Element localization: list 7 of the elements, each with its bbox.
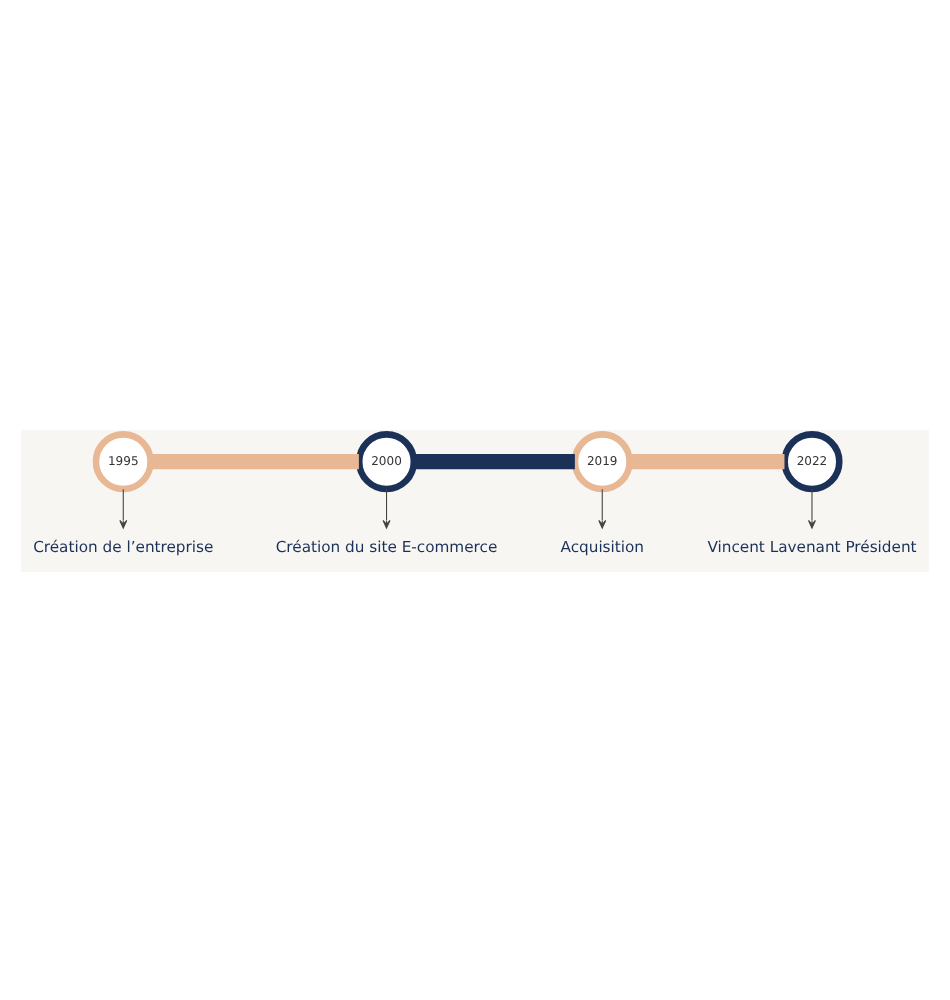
connector: [629, 453, 785, 469]
arrow: [119, 487, 128, 528]
connector: [414, 453, 575, 469]
arrow: [808, 487, 816, 528]
arrow: [382, 487, 391, 528]
connector: [150, 453, 359, 469]
arrow: [598, 487, 607, 528]
